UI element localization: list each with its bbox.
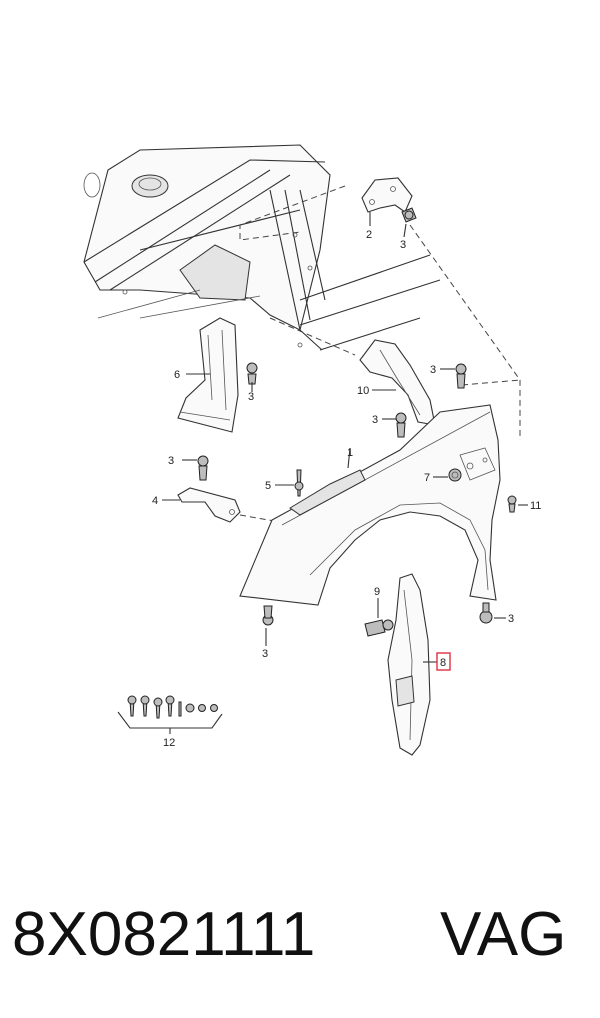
callout-4: 4 bbox=[152, 495, 158, 507]
callout-12: 12 bbox=[163, 737, 175, 749]
callout-3: 3 bbox=[168, 455, 174, 467]
body-structure bbox=[83, 144, 441, 351]
callout-5: 5 bbox=[265, 480, 271, 492]
part-5-stud bbox=[294, 469, 304, 497]
brand-caption: VAG bbox=[440, 900, 567, 969]
part-2-bracket bbox=[361, 177, 413, 213]
part-9-rivet bbox=[364, 619, 394, 637]
part-11-clip bbox=[507, 495, 517, 513]
callout-8: 8 bbox=[440, 657, 446, 669]
part-7-clip bbox=[448, 468, 462, 482]
callout-11: 11 bbox=[530, 500, 541, 512]
screws-3 bbox=[197, 363, 493, 626]
callout-6: 6 bbox=[174, 369, 180, 381]
callout-leaders bbox=[162, 212, 528, 663]
callout-3: 3 bbox=[262, 648, 268, 660]
callout-1: 1 bbox=[347, 447, 353, 459]
part-4-bracket bbox=[177, 487, 241, 523]
part-8-wheel-arch-liner bbox=[387, 573, 431, 756]
callout-2: 2 bbox=[366, 229, 372, 241]
part-6-panel bbox=[177, 317, 239, 433]
part-1-fender bbox=[239, 404, 501, 606]
callout-3: 3 bbox=[430, 364, 436, 376]
part-number-caption: 8X0821111 bbox=[12, 900, 316, 969]
highlight-box-8 bbox=[436, 652, 451, 671]
callout-3: 3 bbox=[400, 239, 406, 251]
bolt-3-top bbox=[401, 207, 417, 223]
bolt-3-panel bbox=[246, 362, 258, 385]
callout-labels: 2 3 6 3 10 3 3 1 3 7 5 4 11 9 3 8 3 12 bbox=[152, 229, 541, 749]
exploded-parts-diagram: 2 3 6 3 10 3 3 1 3 7 5 4 11 9 3 8 3 12 bbox=[83, 144, 541, 756]
part-10-insulation bbox=[359, 339, 436, 426]
callout-3: 3 bbox=[372, 414, 378, 426]
callout-9: 9 bbox=[374, 586, 380, 598]
callout-10: 10 bbox=[357, 385, 369, 397]
callout-3: 3 bbox=[248, 391, 254, 403]
callout-3: 3 bbox=[508, 613, 514, 625]
callout-7: 7 bbox=[424, 472, 430, 484]
part-12-fastener-kit bbox=[117, 695, 223, 734]
